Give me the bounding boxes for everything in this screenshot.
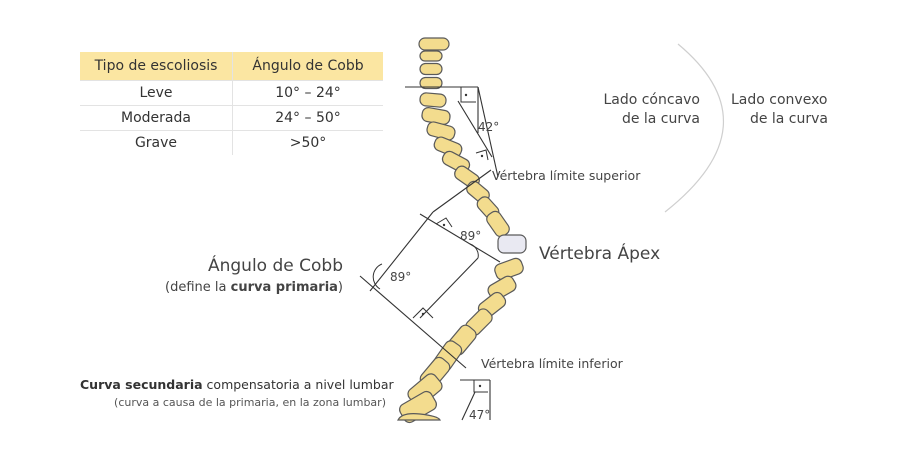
vertebra — [494, 257, 524, 281]
table-row: Moderada 24° – 50° — [80, 105, 383, 131]
vertebra — [419, 62, 443, 76]
cobb-angle-arc — [372, 263, 383, 290]
scoliosis-classification-table: Tipo de escoliosis Ángulo de Cobb Leve 1… — [80, 52, 383, 155]
table-row: Grave >50° — [80, 130, 383, 155]
right-angle-dots — [421, 93, 484, 388]
table-row: Leve 10° – 24° — [80, 80, 383, 106]
cobb-lower-tangent — [359, 275, 467, 369]
upper-limit-line — [457, 100, 493, 158]
bottom-angle-label: 47° — [469, 408, 490, 422]
secondary-curve-note: (curva a causa de la primaria, en la zon… — [114, 396, 386, 409]
upper-limit-vertebra-label: Vértebra límite superior — [492, 168, 641, 183]
lower-limit-vertebra-label: Vértebra límite inferior — [481, 356, 624, 371]
cobb-inner-line-2 — [419, 257, 479, 319]
concave-label-line1: Lado cóncavo — [603, 92, 700, 108]
table-cell: 24° – 50° — [232, 105, 383, 131]
secondary-curve-label: Curva secundaria compensatoria a nivel l… — [80, 377, 394, 392]
table-cell: 10° – 24° — [232, 80, 383, 106]
vertebra — [419, 50, 443, 62]
table-cell: >50° — [232, 130, 383, 155]
vertebra — [419, 76, 443, 90]
table-header-row: Tipo de escoliosis Ángulo de Cobb — [80, 52, 383, 81]
cobb-inner-line — [419, 213, 501, 263]
lower-bracket-tilt — [461, 391, 476, 421]
table-cell: Leve — [80, 80, 233, 106]
table-cell: Grave — [80, 130, 233, 155]
cobb-inner-angle-label: 89° — [460, 229, 481, 243]
curve-separator-arc — [664, 43, 724, 213]
upper-tilted-line — [477, 86, 499, 178]
table-cell: Moderada — [80, 105, 233, 131]
cobb-left-angle-label: 89° — [390, 270, 411, 284]
vertebra — [397, 413, 441, 421]
header-cobb-angle: Ángulo de Cobb — [232, 52, 383, 81]
convex-label-line2: de la curva — [750, 111, 828, 127]
apex-vertebra — [497, 234, 527, 254]
cobb-angle-subtitle: (define la curva primaria) — [165, 280, 343, 295]
top-angle-label: 42° — [478, 120, 499, 134]
header-type: Tipo de escoliosis — [80, 52, 233, 81]
convex-label-line1: Lado convexo — [731, 92, 828, 108]
cobb-upper-tangent — [432, 169, 492, 213]
cobb-lines — [359, 86, 501, 421]
cobb-angle-title: Ángulo de Cobb — [208, 254, 343, 276]
apex-vertebra-label: Vértebra Ápex — [539, 242, 660, 264]
concave-label-line2: de la curva — [622, 111, 700, 127]
inner-angle-arc — [469, 243, 479, 259]
right-angle-markers — [412, 87, 489, 393]
vertebra — [418, 37, 450, 51]
cobb-upper-perpendicular — [369, 211, 434, 292]
vertebra — [419, 92, 447, 108]
